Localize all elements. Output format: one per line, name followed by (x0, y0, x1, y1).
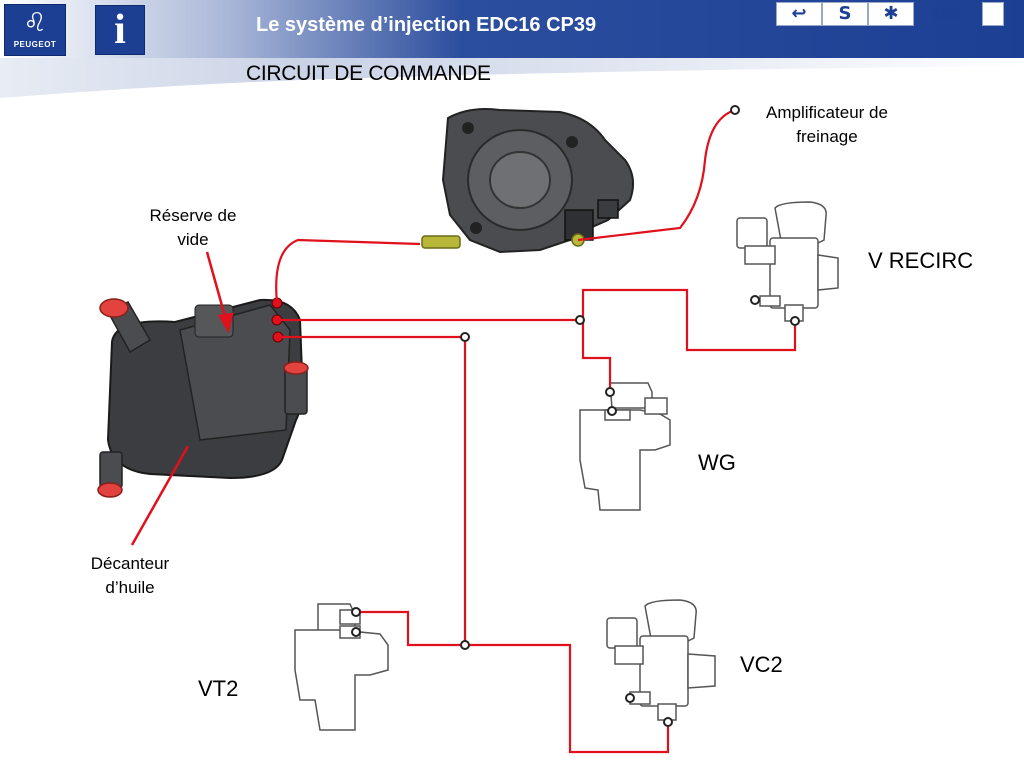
label-decanteur-line2: d’huile (105, 578, 155, 597)
info-button[interactable]: i (95, 5, 145, 55)
page-title: Le système d’injection EDC16 CP39 (256, 14, 597, 36)
connection-nodes (351, 105, 800, 727)
pipe-v-recirc (581, 288, 797, 352)
label-reserve-line2: vide (177, 230, 209, 249)
star-button[interactable]: ✱ (868, 2, 914, 26)
electrovalve-vc2 (606, 599, 716, 721)
slide-header: ♌ PEUGEOT i Le système d’injection EDC16… (0, 0, 1024, 100)
next-button[interactable] (982, 2, 1004, 26)
label-wg: WG (698, 450, 736, 475)
electrovalve-vt2 (294, 603, 389, 731)
label-vc2: VC2 (740, 652, 783, 677)
brand-text: PEUGEOT (13, 40, 57, 49)
arrow-reserve (205, 251, 228, 321)
electrovalve-v-recirc (736, 201, 839, 322)
label-decanteur-line1: Décanteur (90, 554, 170, 573)
label-reserve-line1: Réserve de (149, 206, 237, 225)
return-icon: ↩ (791, 3, 807, 24)
pipe-reserve-pump (275, 238, 421, 304)
star-icon: ✱ (883, 3, 899, 24)
return-button[interactable]: ↩ (776, 2, 822, 26)
electrovalve-wg (579, 382, 671, 511)
label-v-recirc: V RECIRC (868, 248, 974, 273)
pipe-vt2 (358, 610, 465, 647)
pipe-pump-brake (577, 108, 736, 242)
vacuum-pump (421, 108, 635, 254)
info-icon: i (114, 7, 126, 53)
pipe-wg (581, 320, 612, 392)
oil-separator (97, 297, 309, 498)
label-reserve: Réserve de vide (128, 204, 258, 252)
label-decanteur: Décanteur d’huile (60, 552, 200, 600)
pipe-vc2 (465, 643, 670, 754)
s-button[interactable]: S (822, 2, 868, 26)
label-amplificateur-line1: Amplificateur de (766, 103, 888, 122)
label-amplificateur: Amplificateur de freinage (742, 101, 912, 149)
arrow-decanteur (130, 445, 190, 546)
s-icon: S (838, 3, 852, 24)
label-vt2: VT2 (198, 676, 239, 701)
lion-icon: ♌ (23, 8, 47, 38)
pointer-arrows (130, 251, 234, 546)
slide-subtitle: CIRCUIT DE COMMANDE (246, 62, 491, 85)
label-amplificateur-line2: freinage (796, 127, 858, 146)
peugeot-logo: ♌ PEUGEOT (4, 4, 66, 56)
arrow-reserve-head (218, 312, 234, 334)
page-counter: 33/81 (932, 7, 963, 21)
